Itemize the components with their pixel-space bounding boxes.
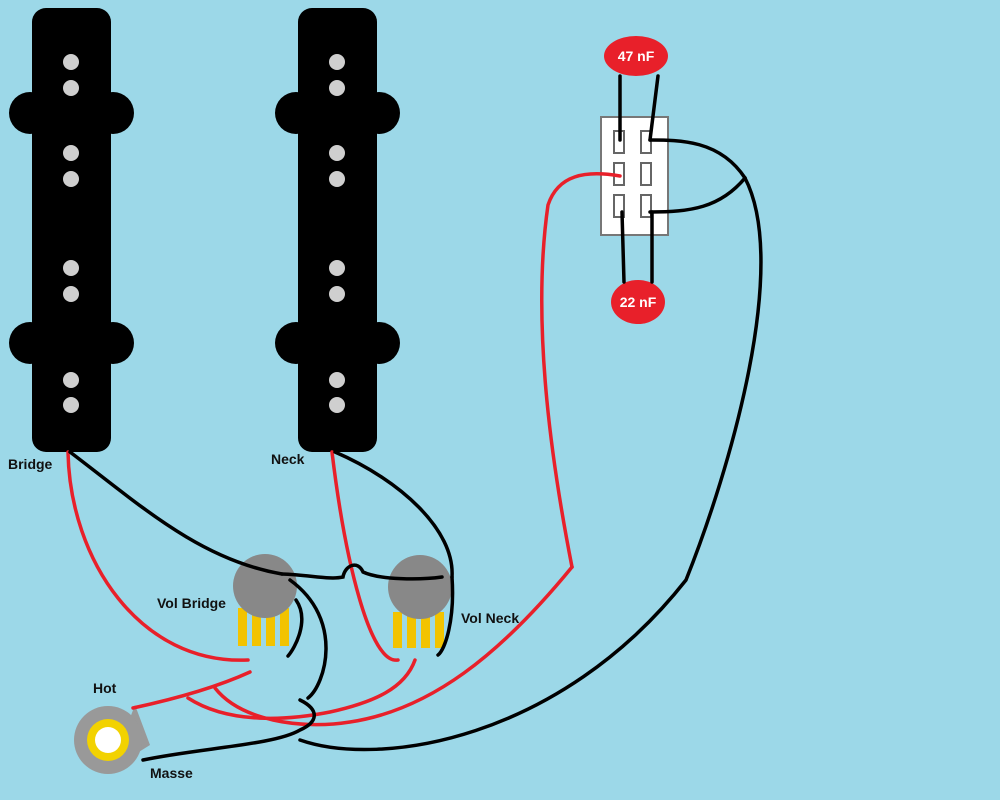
bridge-pickup-label: Bridge [8,456,53,472]
capacitor-22nf: 22 nF [611,280,665,324]
neck-pickup-label: Neck [271,451,305,467]
ground-wires [68,74,763,762]
neck-pickup-poles [329,54,345,413]
capacitor-47nf: 47 nF [604,36,668,76]
vol-neck-pot [388,555,452,648]
bridge-pickup [9,8,134,452]
bridge-pickup-poles [63,54,79,413]
hot-wires [66,172,622,727]
vol-bridge-label: Vol Bridge [157,595,226,611]
capacitor-47nf-label: 47 nF [618,48,655,64]
vol-neck-label: Vol Neck [461,610,520,626]
vol-bridge-pot [233,554,297,646]
neck-pickup [275,8,400,452]
masse-label: Masse [150,765,193,781]
hot-label: Hot [93,680,117,696]
capacitor-22nf-label: 22 nF [620,294,657,310]
output-jack [74,705,150,774]
